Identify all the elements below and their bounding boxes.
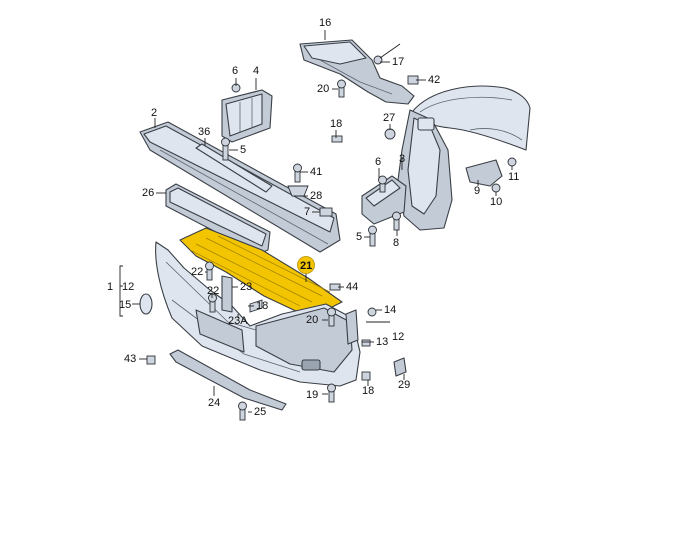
callout-22-upper: 22	[191, 266, 203, 278]
callout-13: 13	[376, 336, 388, 348]
callout-11: 11	[508, 171, 519, 183]
callout-36: 36	[198, 126, 210, 138]
callout-2: 2	[151, 107, 157, 119]
callout-28: 28	[310, 190, 322, 202]
callout-5-top: 5	[240, 144, 246, 156]
callout-7: 7	[304, 206, 310, 218]
callout-16: 16	[319, 17, 331, 29]
callout-42: 42	[428, 74, 440, 86]
part-15-cover-cap	[139, 293, 153, 315]
part-23-grille-carrier	[195, 275, 245, 353]
callout-12-left: 12	[122, 281, 134, 293]
callout-12-right: 12	[392, 331, 404, 343]
callout-27: 27	[383, 112, 395, 124]
part-24-lower-spoiler	[169, 349, 287, 411]
callout-labels: 16 17 42 20 6 4 2 36 5 18 27 6 3 41 28 2…	[107, 17, 519, 418]
part-36-strip	[195, 143, 273, 193]
callout-29: 29	[398, 379, 410, 391]
callout-6-right: 6	[375, 156, 381, 168]
part-12-bracket	[345, 309, 407, 377]
callout-20-bottom: 20	[306, 314, 318, 326]
callout-41: 41	[310, 166, 322, 178]
part-2-impact-beam	[139, 121, 341, 253]
callout-9: 9	[474, 185, 480, 197]
part-16-lock-carrier-upper	[299, 39, 415, 105]
callout-25: 25	[254, 406, 266, 418]
fender-panel	[411, 85, 531, 151]
callout-17: 17	[392, 56, 404, 68]
callout-18-top: 18	[330, 118, 342, 130]
callout-24: 24	[208, 397, 220, 409]
part-4-bracket	[221, 83, 273, 143]
callout-5-bottom: 5	[356, 231, 362, 243]
callout-21: 21	[300, 260, 312, 272]
callout-14: 14	[384, 304, 396, 316]
callout-26: 26	[142, 187, 154, 199]
callout-44: 44	[346, 281, 358, 293]
leader-lines	[119, 30, 513, 413]
callout-22-lower: 22	[207, 285, 219, 297]
part-26-energy-absorber	[165, 183, 271, 255]
callout-3: 3	[399, 153, 405, 165]
callout-18-bottom: 18	[362, 385, 374, 397]
callout-18-middle: 18	[256, 300, 268, 312]
part-9-bracket	[465, 159, 503, 187]
callout-4: 4	[253, 65, 259, 77]
part-3-side-carrier	[397, 109, 453, 231]
callout-10: 10	[490, 196, 502, 208]
callout-23: 23	[240, 281, 252, 293]
callout-1: 1	[107, 281, 113, 293]
callout-43: 43	[124, 353, 136, 365]
callout-6-left: 6	[232, 65, 238, 77]
part-21-highlight-marker	[297, 256, 315, 274]
callout-20-top: 20	[317, 83, 329, 95]
callout-15: 15	[119, 299, 131, 311]
callout-19: 19	[306, 389, 318, 401]
callout-23a: 23A	[228, 315, 248, 327]
callout-8: 8	[393, 237, 399, 249]
